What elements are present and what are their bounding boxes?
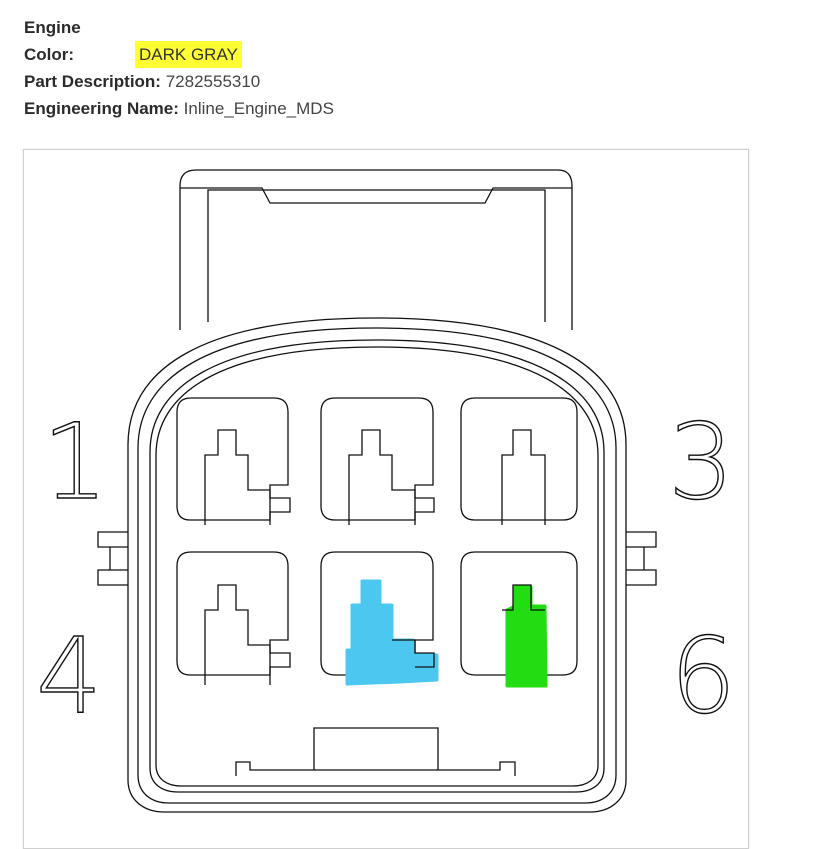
terminal-5-highlight [345, 579, 439, 686]
connector-title: Engine [24, 18, 81, 37]
housing-mid [137, 327, 617, 804]
pin-number-3: 3 [668, 401, 734, 523]
cavity-5 [320, 551, 434, 676]
pin-number-4: 4 [36, 615, 102, 737]
color-label: Color: [24, 45, 75, 64]
color-value: DARK GRAY [135, 41, 242, 68]
cavity-4 [176, 551, 291, 685]
side-rib-left [97, 531, 128, 586]
cavity-1 [176, 397, 291, 525]
engineering-name-value: Inline_Engine_MDS [183, 99, 334, 118]
part-description-row: Part Description: 7282555310 [24, 68, 334, 95]
engineering-name-row: Engineering Name: Inline_Engine_MDS [24, 95, 334, 122]
connector-diagram-frame [23, 149, 749, 849]
part-info: Engine Color: DARK GRAY Part Description… [24, 14, 334, 122]
cavity-6 [460, 551, 578, 676]
latch-outer [179, 169, 573, 330]
part-description-value: 7282555310 [165, 72, 261, 91]
pin-number-6: 6 [670, 615, 736, 737]
cavity-3 [460, 397, 578, 525]
pin-number-1: 1 [42, 401, 108, 523]
terminal-5-outline [392, 639, 435, 668]
cavity-2 [320, 397, 435, 525]
engineering-name-label: Engineering Name: [24, 99, 179, 118]
housing-inner-2 [155, 346, 599, 787]
housing-outer [127, 317, 627, 813]
terminal-6-outline [502, 584, 545, 611]
latch-inner [207, 189, 546, 322]
bottom-key [313, 727, 439, 770]
housing-inner [149, 339, 605, 793]
color-row: Color: DARK GRAY [24, 41, 334, 68]
side-rib-right [626, 531, 657, 586]
bottom-channel [235, 761, 516, 776]
part-description-label: Part Description: [24, 72, 161, 91]
latch-top-slot [180, 187, 572, 204]
